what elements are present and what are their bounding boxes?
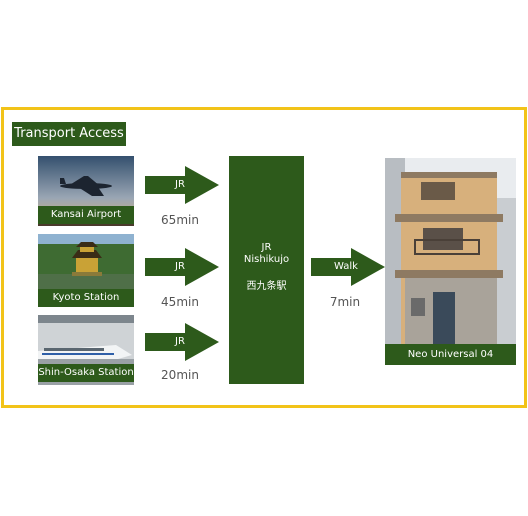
time-walk: 7min: [329, 295, 361, 309]
mode-label-kyoto: JR: [175, 261, 185, 272]
destination-label: Neo Universal 04: [385, 344, 516, 365]
station-name: Nishikujo: [243, 254, 290, 265]
mode-label-shin-osaka: JR: [175, 336, 185, 347]
arrow-kansai-to-station: [145, 166, 219, 204]
arrow-shin-osaka-to-station: [145, 323, 219, 361]
origin-label-shin-osaka-station: Shin-Osaka Station: [38, 364, 134, 382]
destination-photo: [385, 158, 516, 346]
time-kyoto: 45min: [161, 295, 199, 309]
origin-label-kansai-airport: Kansai Airport: [38, 206, 134, 224]
station-name-ja: 西九条駅: [246, 281, 287, 292]
station-line: JR: [261, 242, 272, 253]
mode-label-kansai: JR: [175, 179, 185, 190]
diagram-title: Transport Access: [12, 122, 126, 146]
station-nishikujo: JR Nishikujo 西九条駅: [229, 156, 304, 384]
time-kansai: 65min: [161, 213, 199, 227]
mode-label-walk: Walk: [334, 261, 358, 272]
time-shin-osaka: 20min: [161, 368, 199, 382]
arrow-station-to-destination: [311, 248, 385, 286]
arrow-kyoto-to-station: [145, 248, 219, 286]
origin-label-kyoto-station: Kyoto Station: [38, 289, 134, 307]
